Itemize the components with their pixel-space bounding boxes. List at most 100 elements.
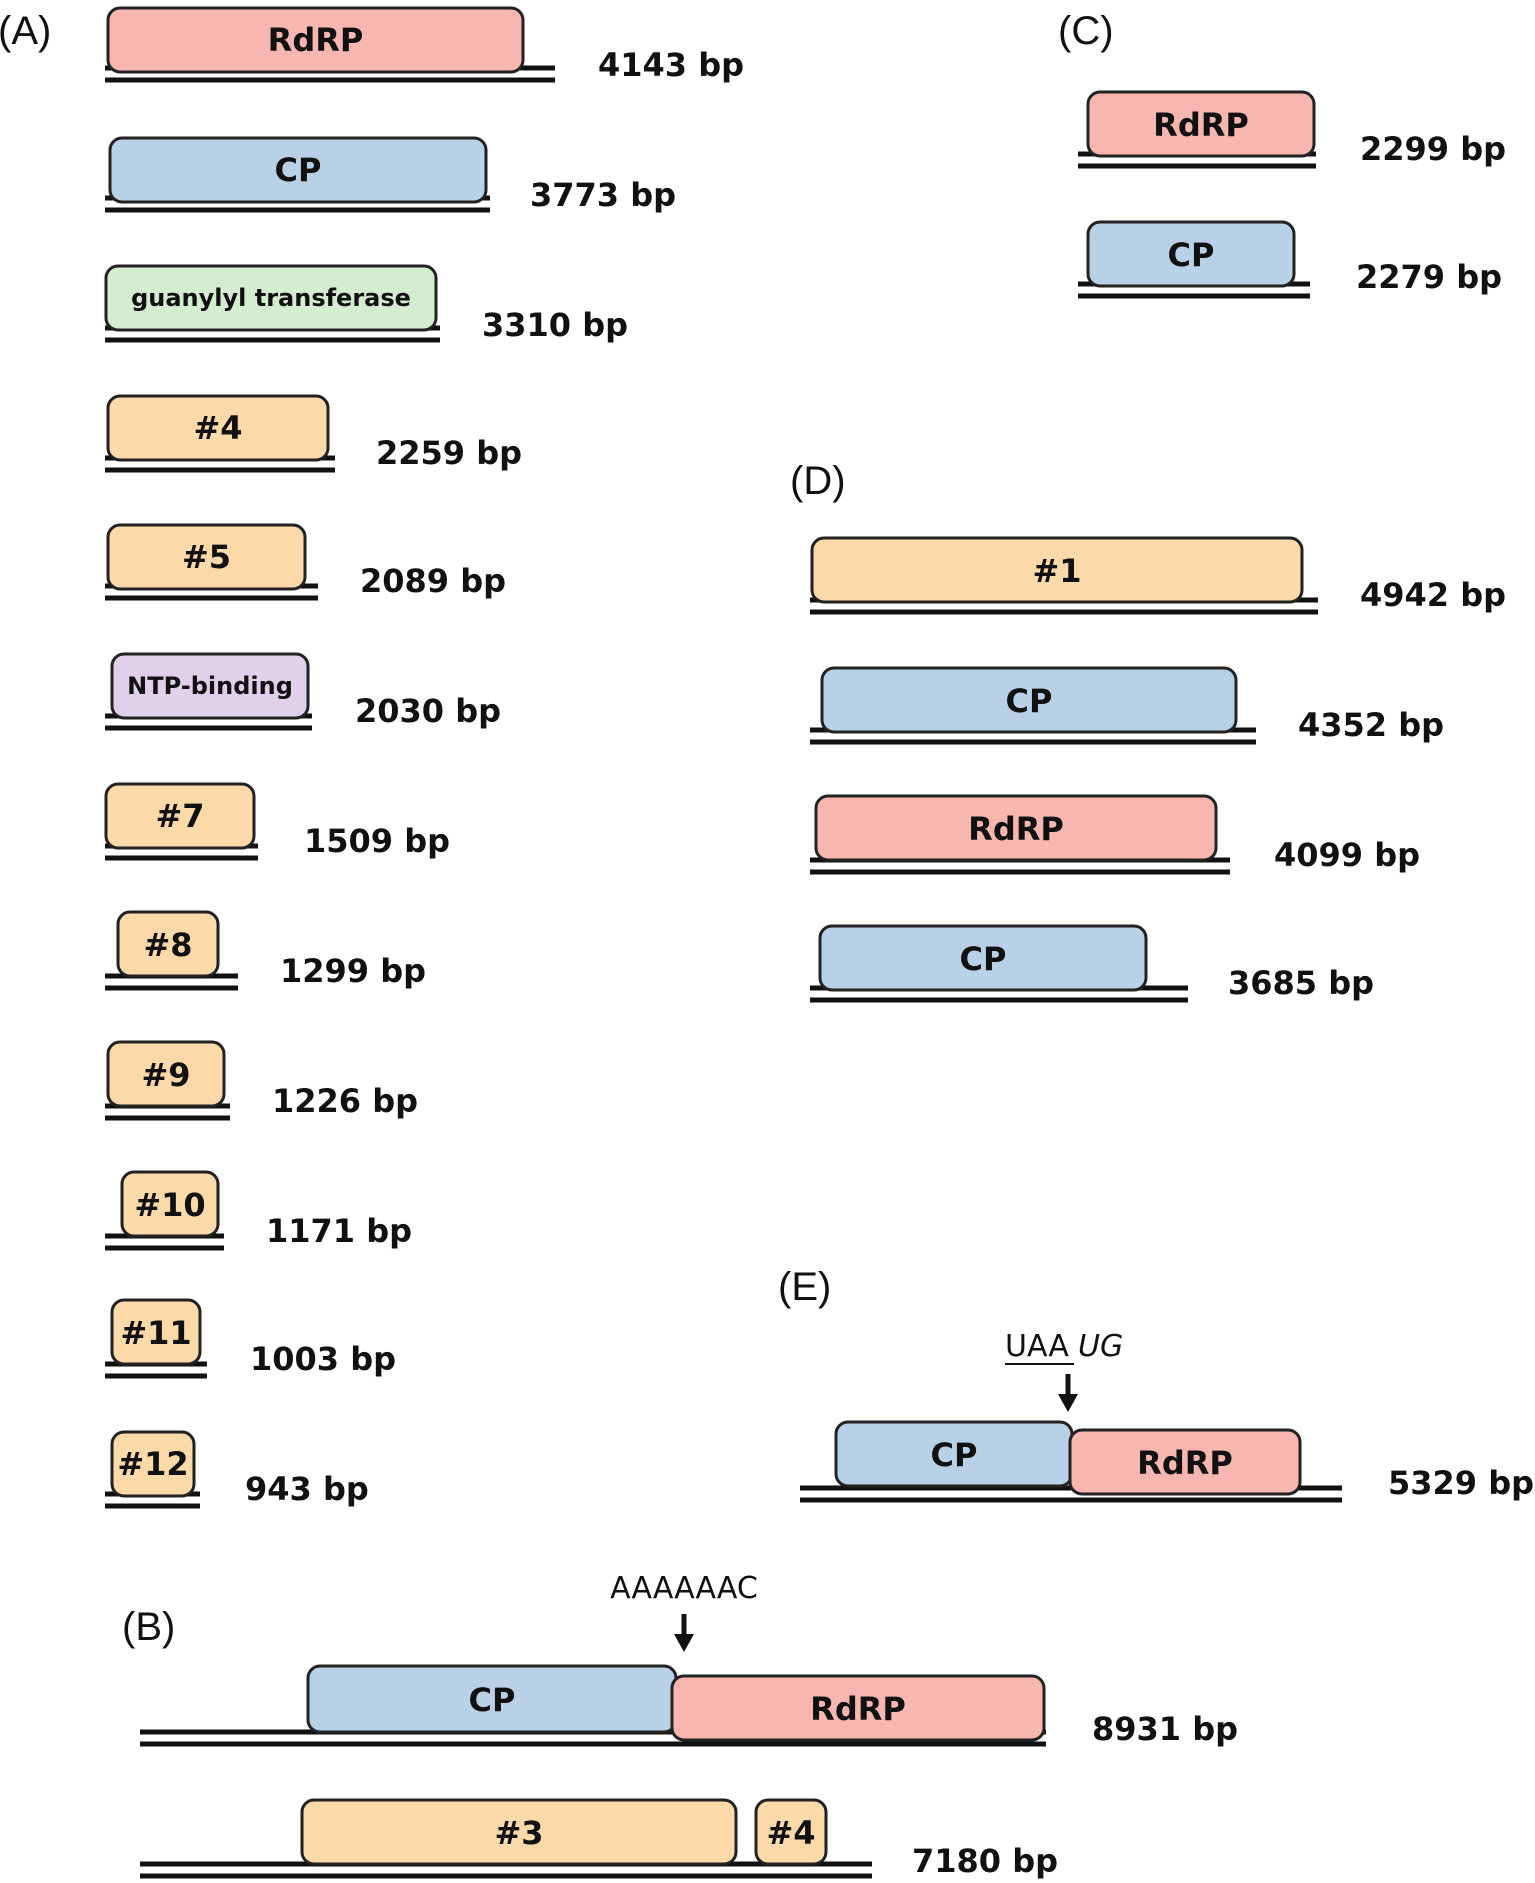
orf-label: CP	[469, 1681, 516, 1719]
segment-a-9: #9 1226 bp	[105, 1040, 418, 1121]
segment-d-2: CP 4352 bp	[810, 666, 1444, 745]
segment-b-1: CP RdRP 8931 bp	[140, 1664, 1238, 1748]
panel-d: #1 4942 bp CP 4352 bp RdRP 4099 bp CP 36…	[810, 536, 1506, 1003]
orf-label: #1	[1032, 552, 1081, 590]
orf-box	[106, 1040, 226, 1108]
segment-a-8: #8 1299 bp	[105, 910, 426, 991]
segment-size: 7180 bp	[912, 1842, 1058, 1880]
segment-b-2: #3 #4 7180 bp	[140, 1798, 1058, 1880]
segment-size: 943 bp	[245, 1470, 369, 1508]
segment-size: 2030 bp	[355, 692, 501, 730]
orf-label: RdRP	[268, 21, 364, 59]
segment-a-1: RdRP 4143 bp	[105, 6, 744, 84]
orf-label: RdRP	[1137, 1444, 1233, 1482]
panel-label-d: (D)	[790, 459, 846, 503]
panel-label-a: (A)	[0, 9, 51, 53]
orf-box	[110, 1430, 196, 1498]
segment-a-5: #5 2089 bp	[105, 523, 506, 601]
segment-size: 3685 bp	[1228, 964, 1374, 1002]
orf-label: #9	[141, 1056, 190, 1094]
segment-size: 1171 bp	[266, 1212, 412, 1250]
orf-label: #8	[143, 926, 192, 964]
orf-box	[1068, 1428, 1302, 1496]
segment-size: 2299 bp	[1360, 130, 1506, 168]
start-codon-label: UG	[1078, 1329, 1123, 1364]
segment-d-3: RdRP 4099 bp	[810, 794, 1420, 875]
orf-box	[110, 1298, 202, 1366]
orf-box	[106, 523, 307, 591]
orf-label: #5	[182, 538, 231, 576]
orf-label: RdRP	[1153, 106, 1249, 144]
panel-label-b: (B)	[122, 1605, 175, 1649]
segment-size: 8931 bp	[1092, 1710, 1238, 1748]
segment-size: 5329 bp	[1388, 1464, 1534, 1502]
orf-box	[106, 6, 525, 74]
orf-box	[814, 794, 1218, 862]
panel-e: UAA UG CP RdRP 5329 bp	[800, 1329, 1534, 1503]
segment-size: 2089 bp	[360, 562, 506, 600]
segment-c-1: RdRP 2299 bp	[1078, 90, 1506, 169]
segment-size: 4352 bp	[1298, 706, 1444, 744]
orf-box	[108, 136, 488, 204]
panel-label-e: (E)	[778, 1265, 831, 1309]
segment-a-11: #11 1003 bp	[105, 1298, 396, 1379]
segment-size: 4942 bp	[1360, 576, 1506, 614]
segment-size: 2279 bp	[1356, 258, 1502, 296]
readthrough-arrow	[1058, 1374, 1078, 1412]
orf-label: CP	[931, 1436, 978, 1474]
orf-box	[110, 652, 310, 720]
segment-size: 1299 bp	[280, 952, 426, 990]
segment-size: 1003 bp	[250, 1340, 396, 1378]
segment-a-4: #4 2259 bp	[105, 394, 522, 473]
segment-a-2: CP 3773 bp	[105, 136, 676, 214]
segment-c-2: CP 2279 bp	[1078, 220, 1502, 299]
orf-box	[754, 1798, 828, 1866]
segment-a-3: guanylyl transferase 3310 bp	[104, 264, 628, 344]
orf-box	[1086, 90, 1316, 158]
segment-size: 3310 bp	[482, 306, 628, 344]
orf-label: #4	[766, 1814, 815, 1852]
panel-label-c: (C)	[1058, 9, 1114, 53]
panel-b: AAAAAAC CP RdRP 8931 bp #3 #4 7180 bp	[140, 1571, 1238, 1880]
frameshift-site-label: AAAAAAC	[610, 1571, 758, 1606]
orf-box	[104, 782, 256, 850]
orf-box	[818, 924, 1148, 992]
orf-box	[104, 264, 438, 332]
orf-label: #7	[155, 797, 204, 835]
orf-box	[106, 394, 330, 462]
orf-label: RdRP	[810, 1690, 906, 1728]
panel-a: RdRP 4143 bp CP 3773 bp guanylyl transfe…	[104, 6, 744, 1509]
segment-a-12: #12 943 bp	[105, 1430, 369, 1509]
orf-box	[820, 666, 1238, 734]
segment-d-1: #1 4942 bp	[810, 536, 1506, 615]
segment-size: 1226 bp	[272, 1082, 418, 1120]
segment-e-1: CP RdRP 5329 bp	[800, 1420, 1534, 1503]
segment-size: 4099 bp	[1274, 836, 1420, 874]
orf-label: CP	[275, 151, 322, 189]
orf-label: #3	[494, 1814, 543, 1852]
orf-box	[116, 910, 220, 978]
orf-label: NTP-binding	[127, 672, 293, 700]
stop-codon-label: UAA	[1005, 1329, 1069, 1364]
segment-d-4: CP 3685 bp	[810, 924, 1374, 1003]
orf-label: CP	[1006, 682, 1053, 720]
segment-a-7: #7 1509 bp	[104, 782, 450, 861]
orf-label: #10	[134, 1186, 205, 1224]
segment-size: 1509 bp	[304, 822, 450, 860]
segment-a-10: #10 1171 bp	[105, 1170, 412, 1251]
orf-label: #12	[117, 1445, 188, 1483]
segment-size: 4143 bp	[598, 46, 744, 84]
orf-box	[1086, 220, 1296, 288]
orf-label: CP	[960, 940, 1007, 978]
frameshift-arrow	[674, 1614, 694, 1652]
segment-size: 3773 bp	[530, 176, 676, 214]
segment-a-6: NTP-binding 2030 bp	[105, 652, 501, 731]
orf-box	[670, 1674, 1046, 1742]
orf-label: CP	[1168, 236, 1215, 274]
segment-size: 2259 bp	[376, 434, 522, 472]
panel-c: RdRP 2299 bp CP 2279 bp	[1078, 90, 1506, 299]
orf-label: guanylyl transferase	[131, 284, 411, 312]
orf-label: RdRP	[968, 810, 1064, 848]
orf-box	[300, 1798, 738, 1866]
